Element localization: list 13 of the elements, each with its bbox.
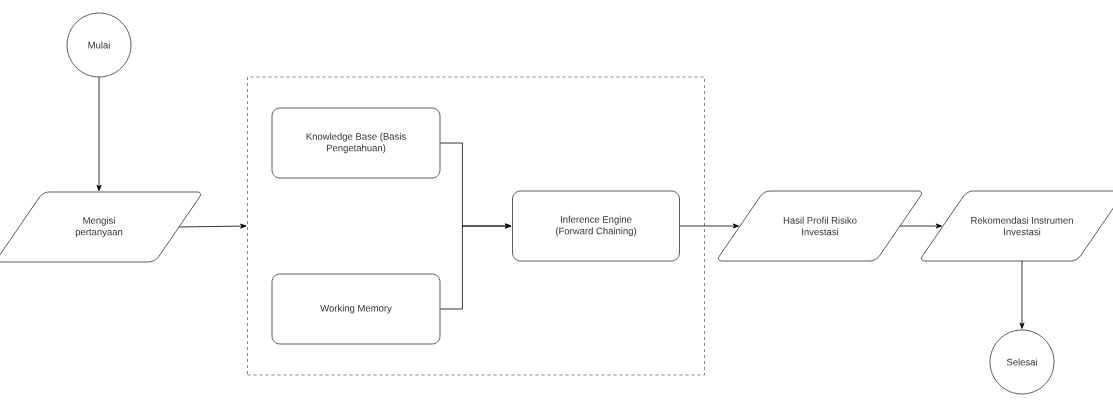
arrow [679, 223, 740, 229]
arrow [440, 223, 512, 310]
arrow [96, 77, 102, 192]
data-parallelogram: Hasil Profil Risiko Investasi [718, 190, 922, 262]
data-parallelogram: Rekomendasi Instrumen Investasi [921, 190, 1113, 262]
process-box: Inference Engine (Forward Chaining) [512, 190, 680, 262]
process-box: Knowledge Base (Basis Pengetahuan) [271, 107, 441, 179]
arrow [1019, 260, 1025, 329]
arrow [899, 223, 943, 229]
data-parallelogram: Mengisi pertanyaan [0, 191, 201, 263]
arrow [178, 223, 247, 229]
process-box: Working Memory [271, 273, 441, 345]
dashed-group-box [247, 76, 705, 376]
